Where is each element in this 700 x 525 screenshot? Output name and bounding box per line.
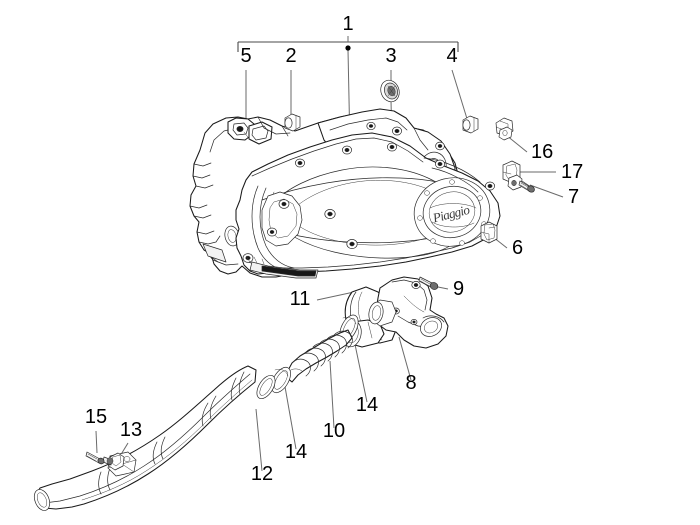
part-7-screw xyxy=(518,180,535,193)
callout-label-17[interactable]: 17 xyxy=(561,161,583,183)
transmission-cover-assembly-drawing: Piaggio xyxy=(189,79,501,279)
right-side-hardware xyxy=(480,117,535,244)
leader-12 xyxy=(255,408,263,472)
callout-label-3[interactable]: 3 xyxy=(385,45,396,67)
part-2-bushing xyxy=(284,113,301,132)
part-5-dowel-target xyxy=(243,131,251,141)
part-13-mount-bracket xyxy=(102,452,125,471)
callout-label-6[interactable]: 6 xyxy=(512,237,523,259)
callout-label-11[interactable]: 11 xyxy=(290,288,311,310)
leader-14b xyxy=(283,380,297,450)
callout-1-dot xyxy=(345,45,351,51)
callout-label-14-upper[interactable]: 14 xyxy=(356,394,378,416)
part-9-screw xyxy=(418,276,439,290)
callout-label-12[interactable]: 12 xyxy=(251,463,273,485)
part-4-bushing xyxy=(462,115,479,134)
leader-4 xyxy=(451,69,469,123)
callout-label-4[interactable]: 4 xyxy=(446,45,457,67)
callout-label-7[interactable]: 7 xyxy=(568,186,579,208)
callout-label-1[interactable]: 1 xyxy=(342,13,353,35)
callout-label-14-lower[interactable]: 14 xyxy=(285,441,307,463)
callout-labels: 1 5 2 3 4 16 17 7 6 9 11 8 14 10 14 12 1… xyxy=(85,13,583,485)
part-14-clamp-lower xyxy=(271,366,291,394)
clutch-cover-disc: Piaggio xyxy=(413,177,491,247)
part-16-cable-guide-clip xyxy=(495,117,514,141)
leader-10 xyxy=(329,360,335,429)
callout-label-9[interactable]: 9 xyxy=(453,278,464,300)
callout-label-16[interactable]: 16 xyxy=(531,141,553,163)
leader-11 xyxy=(316,291,355,301)
part-17-cable-bracket xyxy=(502,160,523,191)
callout-label-8[interactable]: 8 xyxy=(405,372,416,394)
callout-label-5[interactable]: 5 xyxy=(240,45,251,67)
part-6-grommet-block xyxy=(480,221,498,244)
leader-7 xyxy=(529,184,564,198)
part-15-screw xyxy=(85,451,105,465)
callout-label-10[interactable]: 10 xyxy=(323,420,345,442)
callout-label-15[interactable]: 15 xyxy=(85,406,107,428)
part-3-oil-seal xyxy=(380,79,400,103)
cover-bottom-sill xyxy=(245,255,319,279)
cover-left-recess xyxy=(251,185,303,273)
leader-8 xyxy=(398,336,412,381)
duct-collar-ring xyxy=(256,375,276,399)
belt-cover-main: Piaggio xyxy=(235,132,501,279)
callout-label-2[interactable]: 2 xyxy=(285,45,296,67)
cover-bolt-bosses xyxy=(242,142,495,263)
part-8-intake-housing xyxy=(368,276,449,349)
callout-label-13[interactable]: 13 xyxy=(120,419,142,441)
leader-15 xyxy=(95,430,98,454)
intake-duct-assembly xyxy=(33,314,359,511)
part-10-bellows-hose xyxy=(284,329,353,383)
